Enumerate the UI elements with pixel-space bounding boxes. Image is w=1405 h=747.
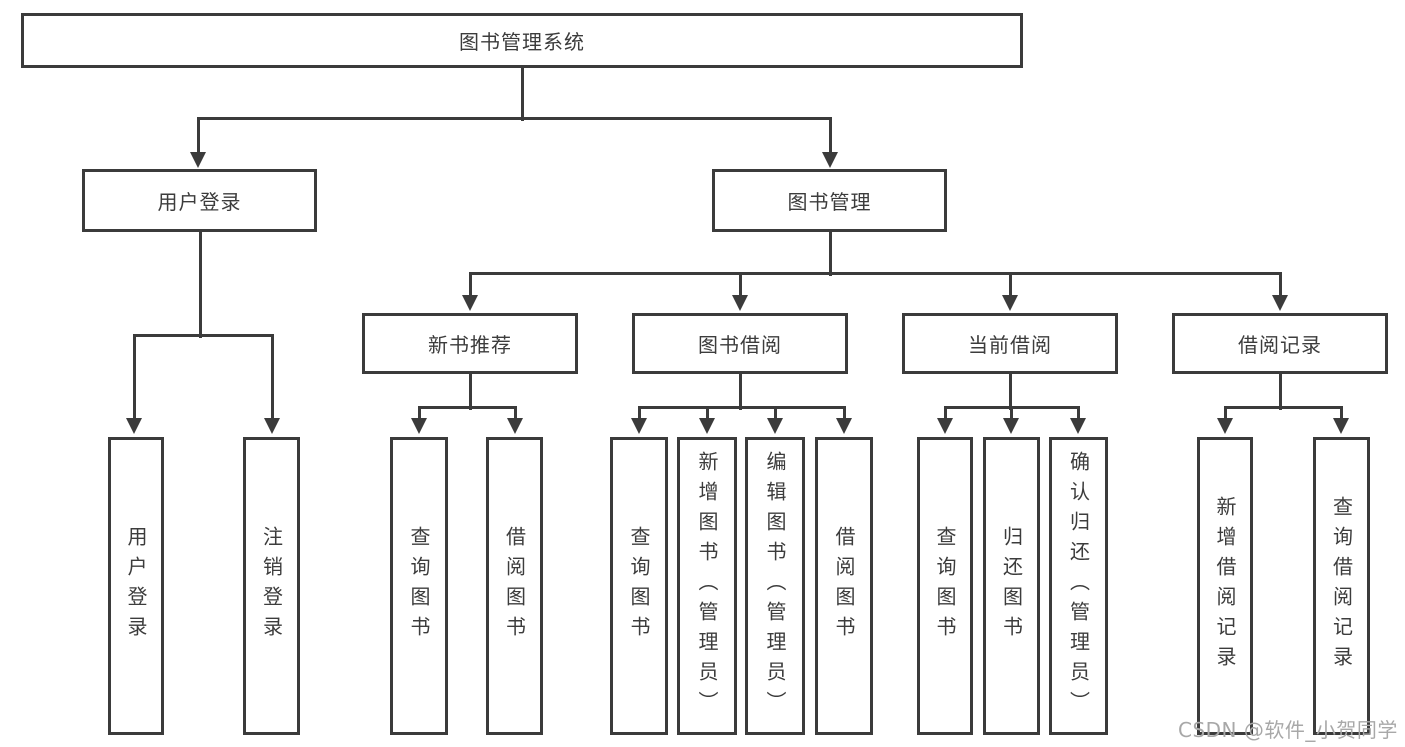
leaf-label: 查询图书 [407,526,431,646]
leaf-label: 新增借阅记录 [1213,496,1237,676]
connector-hline [1223,405,1343,409]
node-label: 图书管理系统 [459,30,585,54]
connector-hline [196,116,832,120]
leaf-label: 用户登录 [124,526,148,646]
connector-vline [1008,374,1012,410]
arrowhead-icon [1333,418,1349,434]
arrowhead-icon [631,418,647,434]
arrowhead-icon [767,418,783,434]
connector-arrow-shaft [1009,407,1013,420]
connector-arrow-shaft [1278,273,1282,297]
node-label: 借阅记录 [1238,333,1322,357]
leaf-label: 确认归还（管理员） [1066,451,1091,721]
connector-hline [637,405,846,409]
leaf-label: 注销登录 [259,526,284,646]
arrowhead-icon [126,418,142,434]
connector-arrow-shaft [468,273,472,297]
connector-hline [468,271,1282,275]
arrowhead-icon [699,418,715,434]
leaf-return-books: 归还图书 [983,437,1040,735]
connector-arrow-shaft [270,335,274,420]
connector-vline [468,374,472,410]
node-new-book-recommend: 新书推荐 [362,313,578,374]
leaf-edit-book-admin: 编辑图书（管理员） [745,437,805,735]
leaf-label: 查询借阅记录 [1329,496,1354,676]
arrowhead-icon [1217,418,1233,434]
node-book-borrowing: 图书借阅 [632,313,848,374]
arrowhead-icon [1070,418,1086,434]
node-current-borrowing: 当前借阅 [902,313,1118,374]
leaf-label: 查询图书 [627,526,651,646]
connector-vline [520,68,524,121]
node-label: 用户登录 [157,190,242,214]
arrowhead-icon [190,152,206,168]
connector-arrow-shaft [513,407,517,420]
arrowhead-icon [462,295,478,311]
leaf-borrow-books-borrowing: 借阅图书 [815,437,873,735]
connector-arrow-shaft [1076,407,1080,420]
connector-arrow-shaft [828,118,832,154]
arrowhead-icon [1002,295,1018,311]
connector-hline [417,405,517,409]
leaf-confirm-return-admin: 确认归还（管理员） [1049,437,1108,735]
connector-arrow-shaft [738,273,742,297]
arrowhead-icon [822,152,838,168]
arrowhead-icon [1272,295,1288,311]
connector-hline [132,333,274,337]
connector-arrow-shaft [132,335,136,420]
leaf-user-login: 用户登录 [108,437,164,735]
node-label: 当前借阅 [968,333,1052,357]
connector-vline [198,232,202,338]
arrowhead-icon [264,418,280,434]
leaf-label: 查询图书 [933,526,957,646]
arrowhead-icon [937,418,953,434]
node-book-management: 图书管理 [712,169,947,232]
connector-arrow-shaft [196,118,200,154]
leaf-add-book-admin: 新增图书（管理员） [677,437,737,735]
arrowhead-icon [836,418,852,434]
leaf-logout: 注销登录 [243,437,300,735]
leaf-label: 新增图书（管理员） [695,451,719,721]
connector-vline [828,232,832,276]
leaf-query-books-recommend: 查询图书 [390,437,448,735]
leaf-label: 编辑图书（管理员） [763,451,787,721]
arrowhead-icon [507,418,523,434]
connector-arrow-shaft [705,407,709,420]
leaf-add-borrow-record: 新增借阅记录 [1197,437,1253,735]
arrowhead-icon [1003,418,1019,434]
leaf-label: 借阅图书 [832,526,856,646]
connector-arrow-shaft [1223,407,1227,420]
connector-arrow-shaft [842,407,846,420]
node-library-system: 图书管理系统 [21,13,1023,68]
node-label: 新书推荐 [428,333,512,357]
connector-arrow-shaft [637,407,641,420]
arrowhead-icon [732,295,748,311]
connector-arrow-shaft [417,407,421,420]
leaf-query-books-current: 查询图书 [917,437,973,735]
connector-vline [1278,374,1282,410]
leaf-label: 归还图书 [999,526,1024,646]
connector-arrow-shaft [773,407,777,420]
connector-arrow-shaft [1008,273,1012,297]
leaf-borrow-books-recommend: 借阅图书 [486,437,543,735]
connector-vline [738,374,742,410]
node-label: 图书借阅 [698,333,782,357]
connector-arrow-shaft [943,407,947,420]
watermark-text: CSDN @软件_小贺同学 [1178,718,1398,742]
arrowhead-icon [411,418,427,434]
node-label: 图书管理 [787,190,872,214]
leaf-label: 借阅图书 [502,526,527,646]
node-user-login: 用户登录 [82,169,317,232]
leaf-query-books-borrowing: 查询图书 [610,437,668,735]
node-borrowing-records: 借阅记录 [1172,313,1388,374]
leaf-query-borrow-record: 查询借阅记录 [1313,437,1370,735]
connector-arrow-shaft [1339,407,1343,420]
